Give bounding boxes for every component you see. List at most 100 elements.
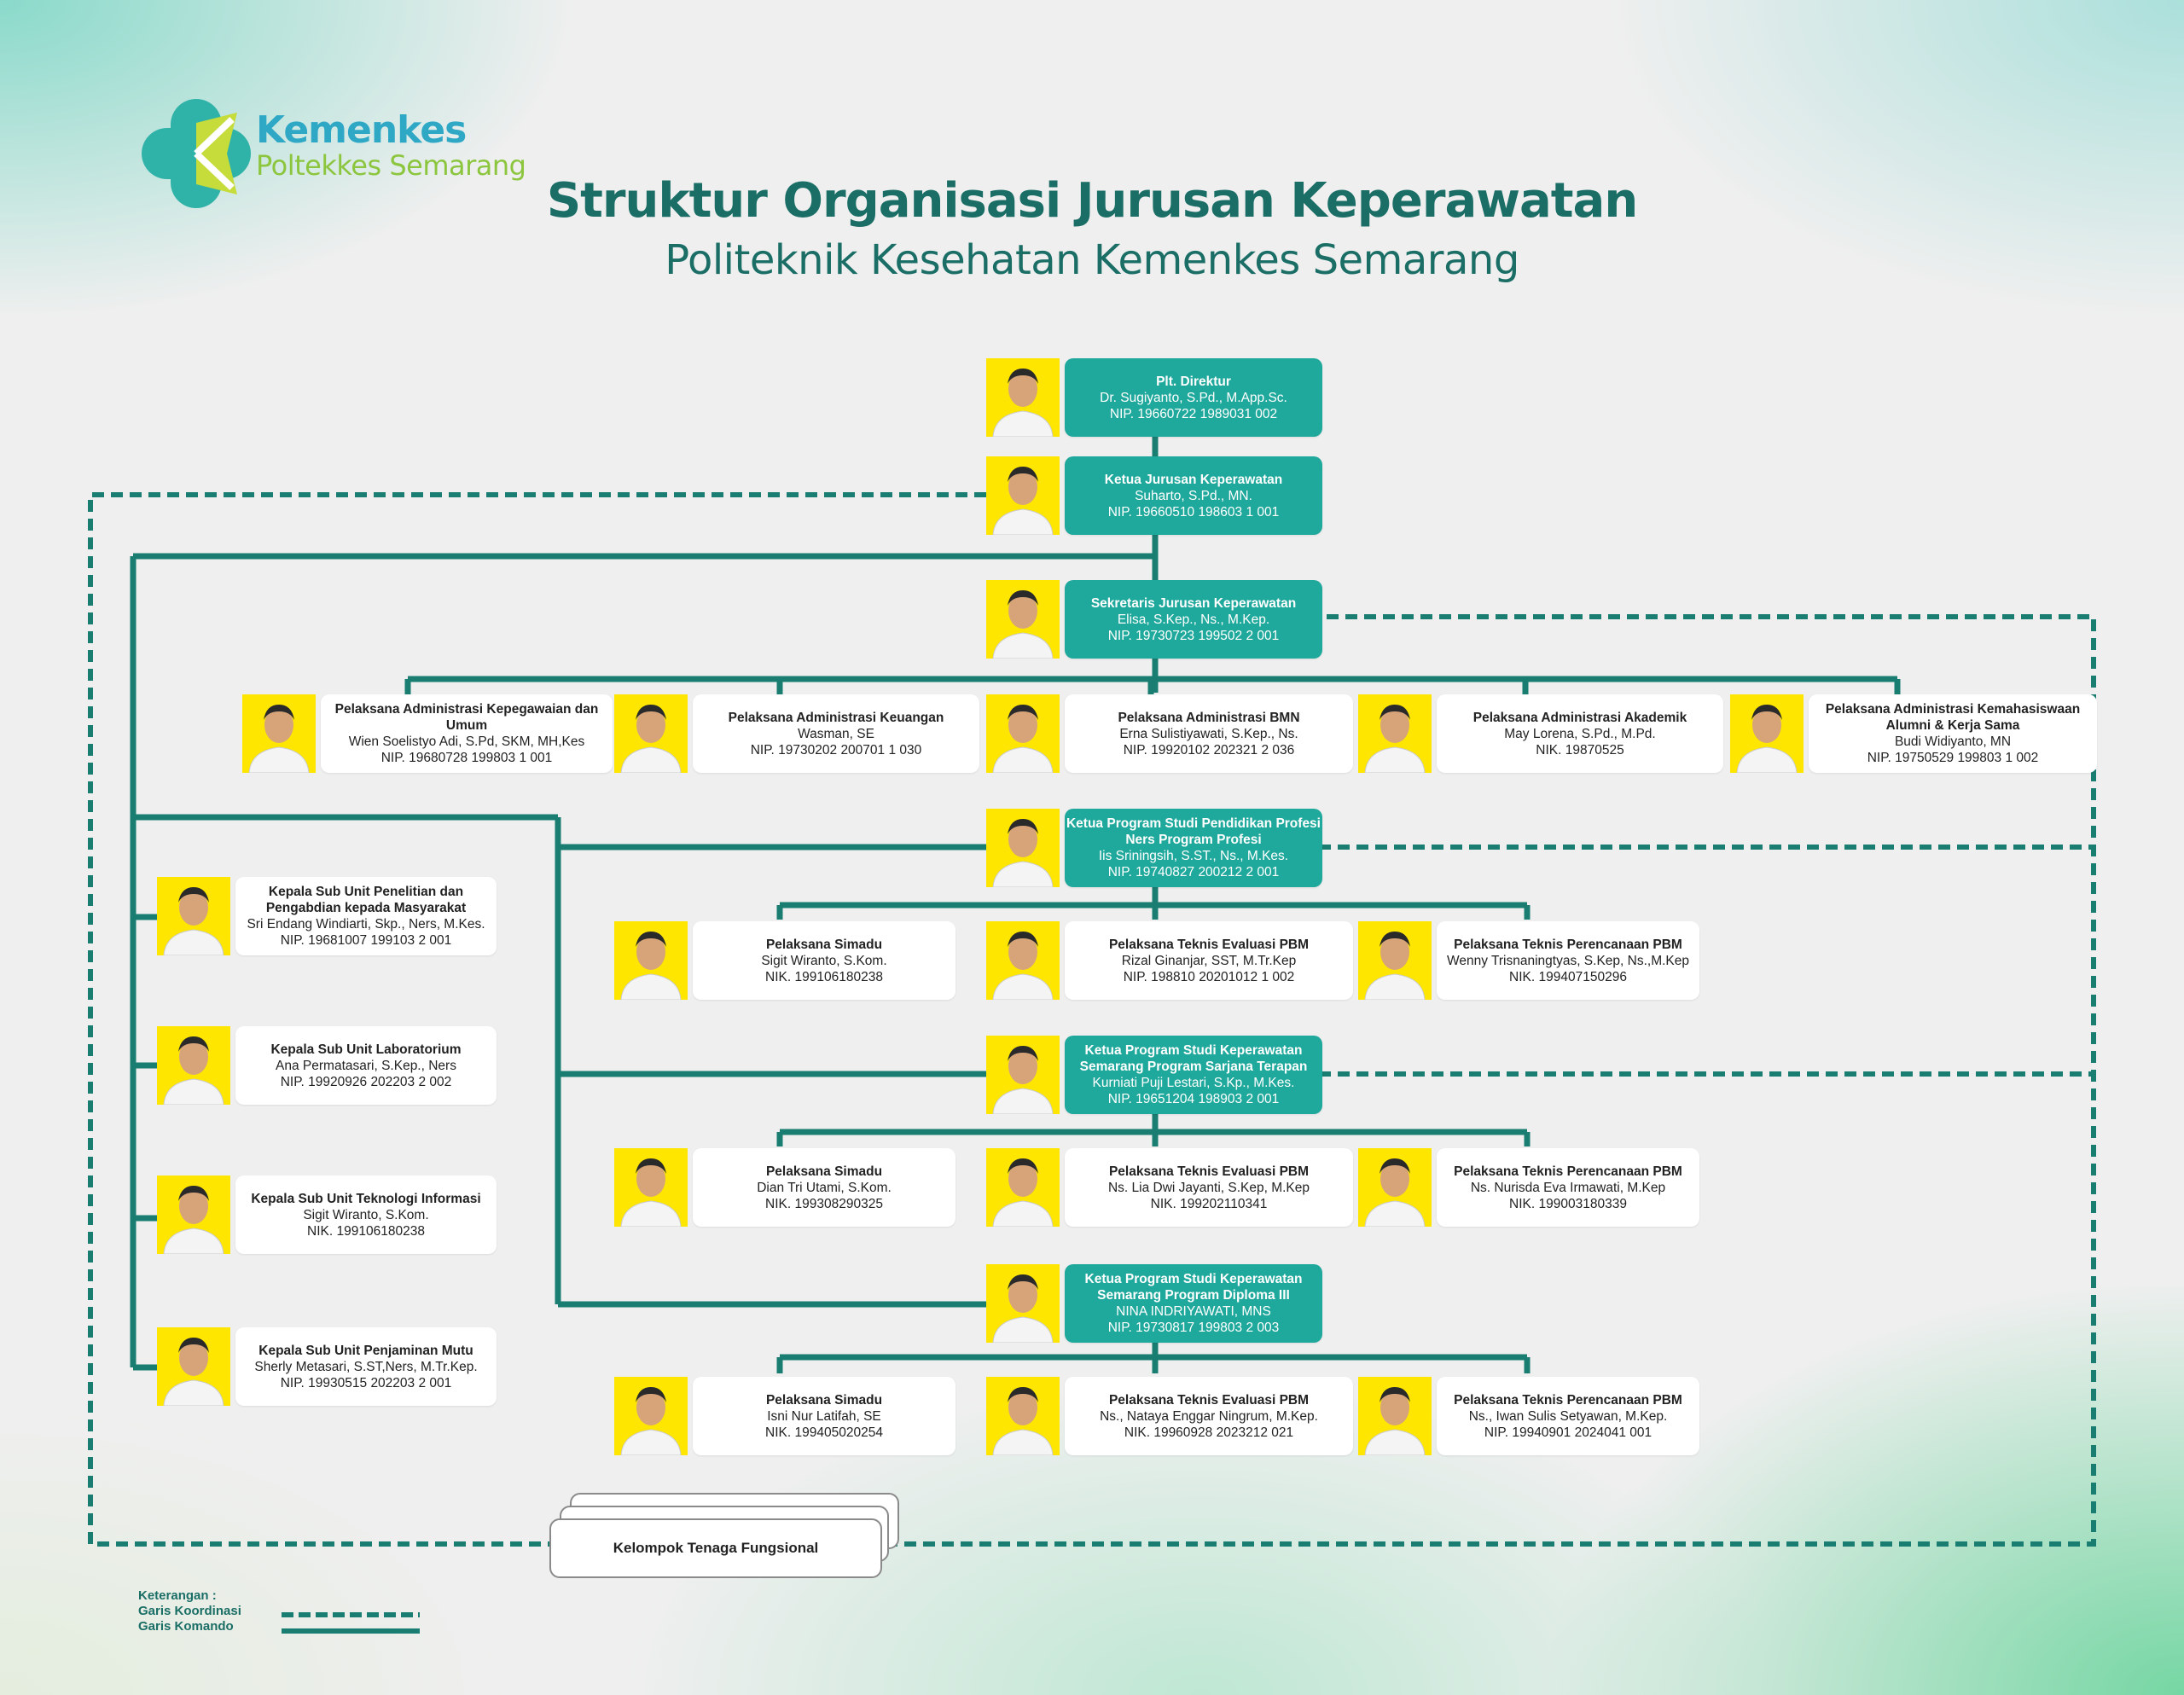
person-id: NIP. 19750529 199803 1 002 bbox=[1867, 751, 2039, 765]
person-name: Rizal Ginanjar, SST, M.Tr.Kep bbox=[1121, 953, 1297, 968]
person-name: May Lorena, S.Pd., M.Pd. bbox=[1504, 726, 1656, 741]
person-photo bbox=[986, 1036, 1060, 1114]
person-id: NIP. 19660722 1989031 002 bbox=[1109, 406, 1278, 421]
legend: Keterangan : Garis Koordinasi Garis Koma… bbox=[138, 1588, 241, 1634]
person-name: Wien Soelistyo Adi, S.Pd, SKM, MH,Kes bbox=[348, 734, 585, 749]
person-photo bbox=[157, 1327, 230, 1406]
person-photo bbox=[986, 580, 1060, 659]
person-photo bbox=[1730, 694, 1804, 773]
person-name: Ns. Lia Dwi Jayanti, S.Kep, M.Kep bbox=[1107, 1180, 1310, 1195]
person-photo bbox=[1358, 921, 1432, 1000]
role-label: Pelaksana Simadu bbox=[765, 1164, 883, 1179]
person-card: Ketua Program Studi Keperawatan Semarang… bbox=[1065, 1264, 1322, 1343]
person-name: Ns. Nurisda Eva Irmawati, M.Kep bbox=[1470, 1180, 1666, 1195]
person-card: Pelaksana Administrasi Kemahasiswaan Alu… bbox=[1809, 694, 2097, 773]
role-label: Pelaksana Simadu bbox=[765, 1392, 883, 1408]
person-name: Budi Widiyanto, MN bbox=[1894, 734, 2012, 749]
node-kaprodi-ners: Ketua Program Studi Pendidikan Profesi N… bbox=[986, 809, 1322, 887]
person-photo bbox=[986, 921, 1060, 1000]
page-title: Struktur Organisasi Jurusan Keperawatan bbox=[546, 173, 1638, 229]
legend-komando: Garis Komando bbox=[138, 1619, 234, 1634]
role-label: Pelaksana Teknis Evaluasi PBM bbox=[1108, 1164, 1310, 1179]
person-id: NIK. 199308290325 bbox=[765, 1196, 883, 1211]
person-id: NIP. 19651204 198903 2 001 bbox=[1107, 1092, 1280, 1106]
role-label: Ketua Program Studi Keperawatan Semarang… bbox=[1079, 1043, 1308, 1074]
logo-text: Kemenkes Poltekkes Semarang bbox=[256, 108, 526, 182]
node-admin-kemahasiswaan: Pelaksana Administrasi Kemahasiswaan Alu… bbox=[1730, 694, 2097, 773]
person-photo bbox=[986, 1377, 1060, 1455]
person-id: NIP. 19730723 199502 2 001 bbox=[1107, 628, 1280, 643]
person-id: NIP. 19920926 202203 2 002 bbox=[280, 1074, 452, 1089]
person-id: NIP. 19681007 199103 2 001 bbox=[280, 933, 452, 948]
person-card: Ketua Program Studi Keperawatan Semarang… bbox=[1065, 1036, 1322, 1114]
role-label: Kepala Sub Unit Laboratorium bbox=[270, 1042, 462, 1057]
kemenkes-logo bbox=[142, 99, 251, 208]
person-id: NIP. 19920102 202321 2 036 bbox=[1123, 742, 1295, 758]
role-label: Pelaksana Administrasi Akademik bbox=[1472, 710, 1687, 725]
person-name: Wasman, SE bbox=[798, 726, 874, 741]
person-name: Wenny Trisnaningtyas, S.Kep, Ns.,M.Kep bbox=[1446, 953, 1689, 968]
person-name: Isni Nur Latifah, SE bbox=[767, 1408, 881, 1424]
person-id: NIK. 199003180339 bbox=[1509, 1196, 1627, 1211]
role-label: Pelaksana Teknis Perencanaan PBM bbox=[1454, 1392, 1682, 1408]
person-photo bbox=[986, 1264, 1060, 1343]
role-label: Pelaksana Teknis Evaluasi PBM bbox=[1108, 937, 1310, 952]
person-name: Iis Sriningsih, S.ST., Ns., M.Kes. bbox=[1098, 849, 1289, 863]
role-label: Ketua Program Studi Keperawatan Semarang… bbox=[1084, 1272, 1303, 1303]
role-label: Ketua Jurusan Keperawatan bbox=[1104, 472, 1283, 487]
person-id: NIK. 199405020254 bbox=[765, 1425, 883, 1440]
person-photo bbox=[157, 1026, 230, 1105]
person-photo bbox=[614, 921, 688, 1000]
person-name: Sri Endang Windiarti, Skp., Ners, M.Kes. bbox=[247, 917, 485, 932]
person-name: Dr. Sugiyanto, S.Pd., M.App.Sc. bbox=[1100, 390, 1287, 405]
person-name: Sigit Wiranto, S.Kom. bbox=[303, 1207, 429, 1222]
person-photo bbox=[614, 1377, 688, 1455]
person-photo bbox=[986, 694, 1060, 773]
person-name: Ana Permatasari, S.Kep., Ners bbox=[276, 1058, 456, 1073]
person-photo bbox=[986, 358, 1060, 437]
person-name: Dian Tri Utami, S.Kom. bbox=[757, 1180, 892, 1195]
person-name: NINA INDRIYAWATI, MNS bbox=[1116, 1304, 1271, 1319]
person-id: NIK. 19960928 2023212 021 bbox=[1124, 1425, 1294, 1440]
role-label: Plt. Direktur bbox=[1156, 374, 1231, 389]
logo-name: Kemenkes bbox=[256, 108, 467, 152]
person-name: Ns., Iwan Sulis Setyawan, M.Kep. bbox=[1468, 1408, 1668, 1424]
person-id: NIP. 19740827 200212 2 001 bbox=[1107, 865, 1280, 879]
person-id: NIP. 19730817 199803 2 003 bbox=[1107, 1321, 1280, 1335]
person-photo bbox=[614, 694, 688, 773]
person-id: NIP. 198810 20201012 1 002 bbox=[1123, 969, 1295, 984]
role-label: Pelaksana Administrasi Keuangan bbox=[728, 710, 944, 725]
role-label: Kepala Sub Unit Penelitian dan Pengabdia… bbox=[265, 885, 467, 915]
person-id: NIK. 199106180238 bbox=[765, 969, 883, 984]
person-id: NIK. 19870525 bbox=[1536, 742, 1624, 758]
person-photo bbox=[157, 877, 230, 955]
person-photo bbox=[614, 1148, 688, 1227]
role-label: Pelaksana Administrasi Kepegawaian dan U… bbox=[334, 702, 599, 733]
person-id: NIP. 19940901 2024041 001 bbox=[1484, 1425, 1653, 1440]
person-id: NIK. 199106180238 bbox=[307, 1223, 425, 1239]
person-name: Sigit Wiranto, S.Kom. bbox=[761, 953, 887, 968]
